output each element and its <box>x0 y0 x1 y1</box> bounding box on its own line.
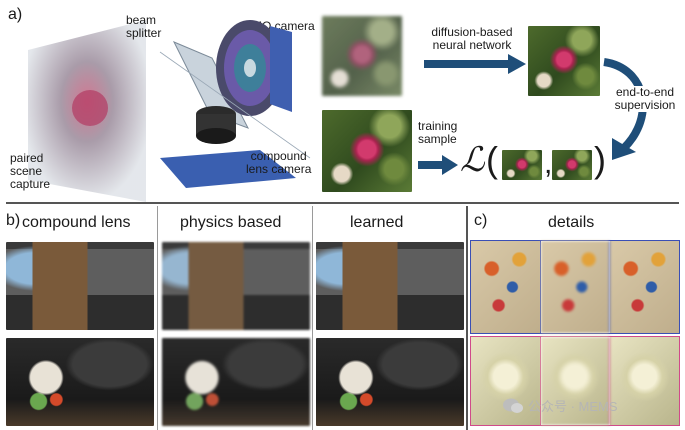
compound-lens-result-bottom <box>6 338 154 426</box>
paired-capture-line-1: paired <box>10 151 44 165</box>
column-divider-2 <box>312 206 313 430</box>
network-arrow-head <box>508 54 526 74</box>
paired-capture-line-2: scene <box>10 164 43 178</box>
training-arrow <box>418 161 444 169</box>
details-blue-strip <box>470 240 680 334</box>
panel-c-divider <box>466 206 468 430</box>
column-title-learned: learned <box>350 214 404 231</box>
loss-open-paren: ( <box>486 139 498 180</box>
scene-capture-illustration <box>28 20 146 202</box>
training-sample-label: training sample <box>418 120 457 146</box>
detail-blue-physics <box>540 241 611 333</box>
panel-b-label: b) <box>6 212 21 229</box>
loss-input-a <box>502 150 542 180</box>
compound-lens-camera-label: compound lens camera <box>246 150 311 176</box>
column-title-compound-lens: compound lens <box>22 214 131 231</box>
panel-a-label: a) <box>8 6 23 23</box>
learned-result-top <box>316 242 464 330</box>
details-title: details <box>548 214 595 231</box>
training-arrow-head <box>442 155 458 175</box>
loss-comma: , <box>544 147 553 180</box>
network-arrow <box>424 60 510 68</box>
loss-input-b <box>552 150 592 180</box>
training-sample-line-1: training <box>418 119 458 133</box>
loss-close-paren: ) <box>594 139 606 180</box>
compound-lens-camera-line-1: compound <box>250 149 307 163</box>
compound-lens-result-top <box>6 242 154 330</box>
network-line-1: diffusion-based <box>431 25 513 39</box>
training-sample-line-2: sample <box>418 132 457 146</box>
detail-pink-physics <box>540 337 611 425</box>
section-divider <box>6 202 679 204</box>
paired-capture-line-3: capture <box>10 177 51 191</box>
beam-splitter-label: beam splitter <box>126 14 161 40</box>
scene-capture-panel <box>18 20 148 202</box>
loss-symbol: ℒ <box>460 140 485 180</box>
beam-splitter-glass <box>172 41 250 129</box>
mo-camera-sensor <box>270 26 292 112</box>
column-title-physics-based: physics based <box>180 214 282 231</box>
physics-based-result-top <box>162 242 310 330</box>
detail-pink-compound <box>471 337 541 425</box>
compound-camera-photo <box>322 110 412 192</box>
watermark-text: 公众号 · MEMS <box>528 399 618 414</box>
watermark: 公众号 · MEMS <box>502 396 618 415</box>
detail-pink-learned <box>610 337 680 425</box>
detail-blue-compound <box>471 241 541 333</box>
wechat-icon <box>503 398 523 413</box>
learned-result-bottom <box>316 338 464 426</box>
supervision-line-2: supervision <box>614 98 676 112</box>
panel-c-label: c) <box>474 212 488 229</box>
supervision-label: end-to-end supervision <box>608 86 682 112</box>
details-pink-strip <box>470 336 680 426</box>
network-line-2: neural network <box>432 38 512 52</box>
compound-camera-sensor <box>160 150 296 188</box>
network-label: diffusion-based neural network <box>424 26 520 52</box>
optical-setup-illustration <box>150 18 320 200</box>
mo-camera-photo <box>322 16 402 96</box>
detail-blue-learned <box>610 241 680 333</box>
paired-capture-label: paired scene capture <box>10 152 50 191</box>
supervision-line-1: end-to-end <box>615 85 675 99</box>
physics-based-result-bottom <box>162 338 310 426</box>
beam-splitter-line-2: splitter <box>126 26 162 40</box>
column-divider-1 <box>157 206 158 430</box>
network-output-photo <box>528 26 600 96</box>
beam-splitter-line-1: beam <box>126 13 157 27</box>
compound-lens-camera-line-2: lens camera <box>246 162 312 176</box>
